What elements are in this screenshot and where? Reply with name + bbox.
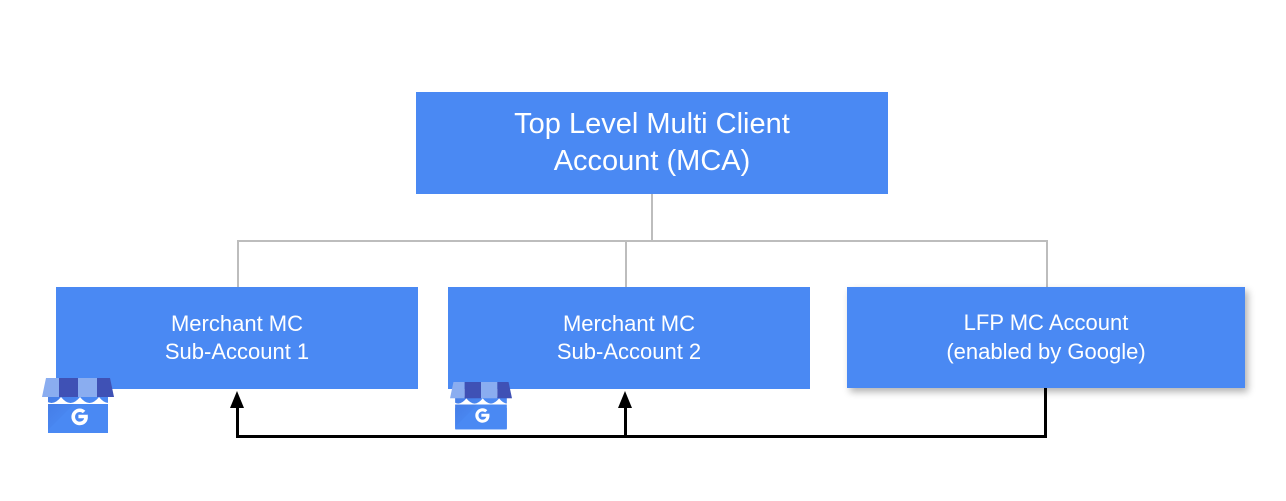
node-top-level-mca-label: Top Level Multi Client Account (MCA) [514,107,790,177]
connector-mca-stem [651,194,653,242]
flow-line-up-sub-account-1 [236,404,239,437]
node-merchant-sub-account-2[interactable]: Merchant MC Sub-Account 2 [448,287,810,389]
arrowhead-into-sub-account-1 [230,391,244,408]
node-merchant-sub-account-2-label: Merchant MC Sub-Account 2 [556,310,702,364]
node-lfp-mc-account-label: LFP MC Account (enabled by Google) [946,310,1146,364]
google-my-business-storefront-icon [40,364,116,436]
flow-line-up-sub-account-2 [624,404,627,437]
connector-drop-sub-account-1 [237,240,239,288]
flow-line-lfp-down [1044,388,1047,438]
node-lfp-mc-account[interactable]: LFP MC Account (enabled by Google) [847,287,1245,388]
node-merchant-sub-account-1-label: Merchant MC Sub-Account 1 [164,310,310,364]
connector-drop-lfp-account [1046,240,1048,288]
connector-horizontal-bus [237,240,1048,242]
node-top-level-mca[interactable]: Top Level Multi Client Account (MCA) [416,92,888,194]
arrowhead-into-sub-account-2 [618,391,632,408]
flow-line-horizontal [236,435,1047,438]
connector-drop-sub-account-2 [625,240,627,288]
google-my-business-storefront-icon [448,370,514,432]
node-merchant-sub-account-1[interactable]: Merchant MC Sub-Account 1 [56,287,418,389]
